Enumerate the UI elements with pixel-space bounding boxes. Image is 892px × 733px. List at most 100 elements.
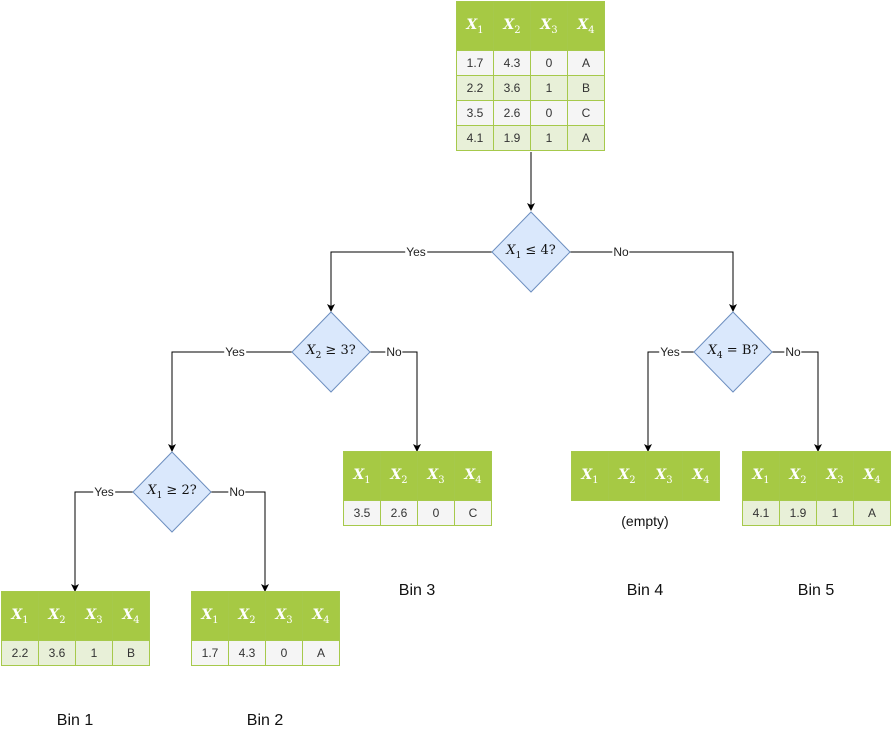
- col-header-x4: X4: [302, 591, 340, 641]
- bin-2-table: X1 X2 X3 X4 1.7 4.3 0 A: [191, 591, 340, 666]
- edge-right-no: [772, 351, 822, 452]
- bin-5-label: Bin 5: [797, 582, 835, 599]
- header-row: X1 X2 X3 X4: [742, 451, 891, 501]
- col-header-x1: X1: [1, 591, 39, 641]
- cell: A: [853, 500, 891, 526]
- col-header-x2: X2: [38, 591, 76, 641]
- col-header-x1: X1: [456, 1, 494, 51]
- edge-label-no: No: [385, 345, 403, 359]
- edge-label-yes: Yes: [93, 485, 115, 499]
- cell: 3.6: [493, 75, 531, 101]
- table-row: 2.2 3.6 1 B: [456, 75, 605, 101]
- cell: 3.6: [38, 640, 76, 666]
- header-row: X1 X2 X3 X4: [456, 1, 605, 51]
- cell: 0: [530, 100, 568, 126]
- bin-2-label: Bin 2: [246, 712, 284, 729]
- cell: A: [567, 50, 605, 76]
- cell: 4.1: [742, 500, 780, 526]
- cell: 3.5: [456, 100, 494, 126]
- cell: 1: [816, 500, 854, 526]
- bin-3-table: X1 X2 X3 X4 3.5 2.6 0 C: [343, 451, 492, 526]
- table-row: 2.2 3.6 1 B: [1, 640, 150, 666]
- decision-root-label: X1 ≤ 4?: [506, 243, 556, 261]
- edge-label-yes: Yes: [224, 345, 246, 359]
- col-header-x3: X3: [816, 451, 854, 501]
- col-header-x1: X1: [571, 451, 609, 501]
- table-row: 1.7 4.3 0 A: [191, 640, 340, 666]
- edge-left-yes: [168, 351, 292, 452]
- decision-right-diamond: [693, 311, 773, 393]
- col-header-x2: X2: [228, 591, 266, 641]
- cell: 2.6: [380, 500, 418, 526]
- cell: 0: [265, 640, 303, 666]
- edge-label-no: No: [612, 245, 630, 259]
- table-row: 4.1 1.9 1 A: [742, 500, 891, 526]
- header-row: X1 X2 X3 X4: [191, 591, 340, 641]
- decision-leftleft-label: X1 ≥ 2?: [147, 483, 197, 501]
- edge-label-no: No: [228, 485, 246, 499]
- cell: C: [454, 500, 492, 526]
- col-header-x2: X2: [493, 1, 531, 51]
- bin-4-table: X1 X2 X3 X4: [571, 451, 720, 501]
- col-header-x1: X1: [191, 591, 229, 641]
- table-row: 3.5 2.6 0 C: [456, 100, 605, 126]
- cell: 0: [530, 50, 568, 76]
- cell: 1: [75, 640, 113, 666]
- cell: 2.2: [1, 640, 39, 666]
- cell: 1.7: [456, 50, 494, 76]
- col-header-x2: X2: [608, 451, 646, 501]
- col-header-x3: X3: [530, 1, 568, 51]
- cell: 1.7: [191, 640, 229, 666]
- col-header-x4: X4: [567, 1, 605, 51]
- cell: 4.3: [493, 50, 531, 76]
- decision-left-label: X2 ≥ 3?: [306, 343, 356, 361]
- col-header-x1: X1: [742, 451, 780, 501]
- col-header-x3: X3: [645, 451, 683, 501]
- cell: 1: [530, 125, 568, 151]
- header-row: X1 X2 X3 X4: [343, 451, 492, 501]
- cell: B: [567, 75, 605, 101]
- cell: 2.6: [493, 100, 531, 126]
- col-header-x2: X2: [380, 451, 418, 501]
- cell: B: [112, 640, 150, 666]
- cell: 4.3: [228, 640, 266, 666]
- cell: 2.2: [456, 75, 494, 101]
- bin-5-table: X1 X2 X3 X4 4.1 1.9 1 A: [742, 451, 891, 526]
- col-header-x3: X3: [417, 451, 455, 501]
- col-header-x2: X2: [779, 451, 817, 501]
- table-row: 3.5 2.6 0 C: [343, 500, 492, 526]
- cell: A: [567, 125, 605, 151]
- edge-right-yes: [644, 351, 694, 452]
- bin-1-table: X1 X2 X3 X4 2.2 3.6 1 B: [1, 591, 150, 666]
- cell: 4.1: [456, 125, 494, 151]
- edge-leftleft-yes: [71, 491, 133, 592]
- header-row: X1 X2 X3 X4: [1, 591, 150, 641]
- cell: 1.9: [493, 125, 531, 151]
- edge-label-yes: Yes: [659, 345, 681, 359]
- edge-root-no: [570, 251, 737, 312]
- bin-4-empty-text: (empty): [621, 513, 669, 529]
- col-header-x4: X4: [682, 451, 720, 501]
- col-header-x4: X4: [853, 451, 891, 501]
- edge-leftleft-no: [211, 491, 269, 592]
- header-row: X1 X2 X3 X4: [571, 451, 720, 501]
- col-header-x4: X4: [112, 591, 150, 641]
- cell: 3.5: [343, 500, 381, 526]
- edge-label-yes: Yes: [405, 245, 427, 259]
- bin-1-label: Bin 1: [56, 712, 94, 729]
- edge-left-no: [370, 351, 421, 452]
- decision-left-diamond: [291, 311, 371, 393]
- cell: C: [567, 100, 605, 126]
- col-header-x3: X3: [265, 591, 303, 641]
- cell: A: [302, 640, 340, 666]
- decision-right-label: X4 = B?: [707, 343, 759, 361]
- edge-label-no: No: [784, 345, 802, 359]
- root-data-table: X1 X2 X3 X4 1.7 4.3 0 A 2.2 3.6 1 B 3.5 …: [456, 1, 605, 151]
- decision-root-diamond: [491, 211, 571, 293]
- edge-root-yes: [327, 251, 492, 312]
- col-header-x4: X4: [454, 451, 492, 501]
- cell: 1: [530, 75, 568, 101]
- col-header-x3: X3: [75, 591, 113, 641]
- bin-4-label: Bin 4: [626, 582, 664, 599]
